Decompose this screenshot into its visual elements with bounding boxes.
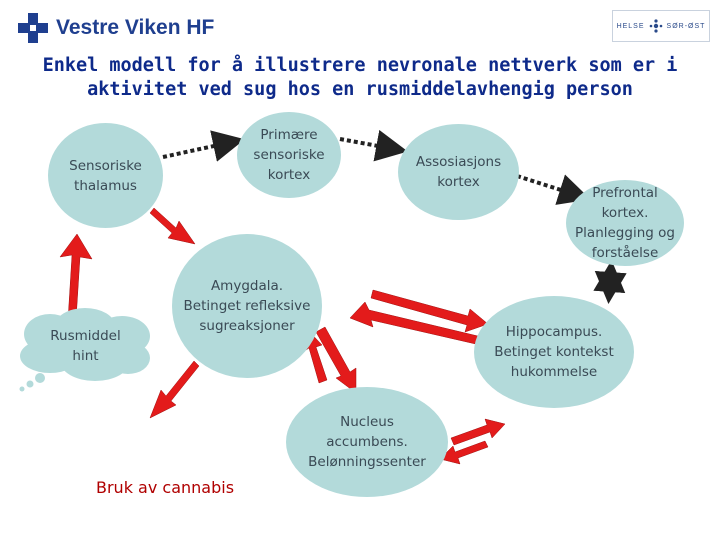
vestre-viken-logo: Vestre Viken HF <box>18 12 214 44</box>
arrow-nucleus-to-hippocampus <box>450 418 506 446</box>
node-amygdala: Amygdala. Betinget refleksive sugreaksjo… <box>172 234 322 378</box>
node-sensoriske-thalamus: Sensoriske thalamus <box>48 123 163 228</box>
arrow-assosiasjons-to-prefrontal <box>516 174 591 205</box>
arrow-thalamus-to-primaere <box>162 130 245 162</box>
arrow-amygdala-to-cannabis <box>149 360 200 419</box>
helse-logo-dots-icon <box>649 19 662 33</box>
page-title: Enkel modell for å illustrere nevronale … <box>42 55 678 100</box>
outcome-bruk-av-cannabis: Bruk av cannabis <box>96 478 235 497</box>
vestre-viken-cross-icon <box>18 13 48 43</box>
helse-logo-text-right: SØR-ØST <box>666 22 706 30</box>
arrow-hippocampus-prefrontal <box>593 260 626 297</box>
arrow-thalamus-to-amygdala <box>149 207 196 245</box>
node-prefrontal-kortex: Prefrontal kortex. Planlegging og forstå… <box>566 180 684 266</box>
node-primaere-sensoriske-kortex: Primære sensoriske kortex <box>237 112 341 198</box>
arrow-amygdala-to-hippocampus <box>370 289 489 333</box>
arrow-amygdala-to-nucleus <box>315 326 357 394</box>
helse-sor-ost-logo: HELSE SØR-ØST <box>612 10 710 42</box>
node-nucleus-accumbens: Nucleus accumbens. Belønningssenter <box>286 387 448 497</box>
arrow-primaere-to-assosiasjons <box>339 129 408 162</box>
node-hippocampus: Hippocampus. Betinget kontekst hukommels… <box>474 296 634 408</box>
node-assosiasjons-kortex: Assosiasjons kortex <box>398 124 519 220</box>
node-rusmiddel-hint: Rusmiddel hint <box>50 328 121 364</box>
helse-logo-text-left: HELSE <box>616 22 645 30</box>
rusmiddel-hint-cloud-shape <box>19 308 150 392</box>
arrow-hippocampus-to-amygdala <box>349 301 483 346</box>
vestre-viken-logo-text: Vestre Viken HF <box>56 16 215 39</box>
